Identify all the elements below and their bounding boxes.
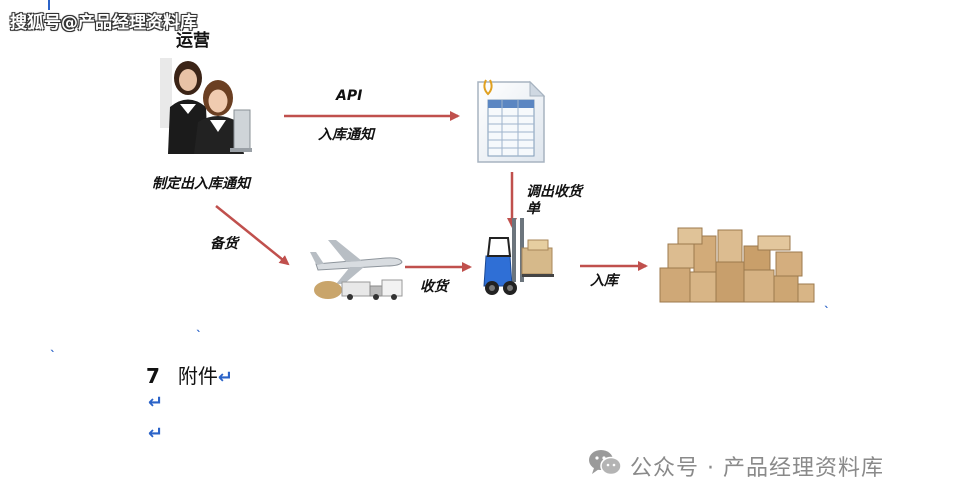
arrow-inbound-label: 入库	[590, 273, 618, 289]
spreadsheet-icon	[474, 78, 548, 166]
tick-mark-1: ˎ	[824, 294, 830, 308]
arrow-stock-label: 备货	[210, 236, 238, 252]
section-number: 7	[146, 364, 160, 388]
arrow-pick-label-1: 调出收货	[526, 184, 582, 200]
return-mark-3: ↵	[148, 423, 164, 444]
diagram-title: 运营	[176, 31, 210, 51]
return-mark-1: ↵	[217, 367, 234, 388]
arrow-pick-label-2: 单	[526, 201, 540, 217]
forklift-icon	[482, 216, 556, 298]
arrow-api-label-bottom: 入库通知	[318, 127, 374, 143]
arrow-stock	[215, 205, 290, 266]
arrow-receive-label: 收货	[420, 279, 448, 295]
watermark-top: 搜狐号@产品经理资料库	[10, 13, 197, 33]
section-heading: 7 附件↵	[146, 360, 233, 389]
tick-mark-3: ˎ	[50, 338, 56, 352]
cursor-mark	[48, 0, 58, 10]
ops-caption: 制定出入库通知	[152, 176, 250, 192]
wechat-icon	[588, 448, 622, 478]
boxes-icon	[658, 222, 816, 306]
airplane-icon	[306, 234, 406, 302]
tick-mark-2: ˎ	[196, 318, 202, 332]
return-mark-2: ↵	[148, 392, 164, 413]
people-icon	[160, 52, 252, 154]
section-title: 附件	[177, 364, 218, 388]
arrow-api-label-top: API	[336, 88, 363, 104]
watermark-bottom: 公众号 · 产品经理资料库	[630, 456, 884, 481]
